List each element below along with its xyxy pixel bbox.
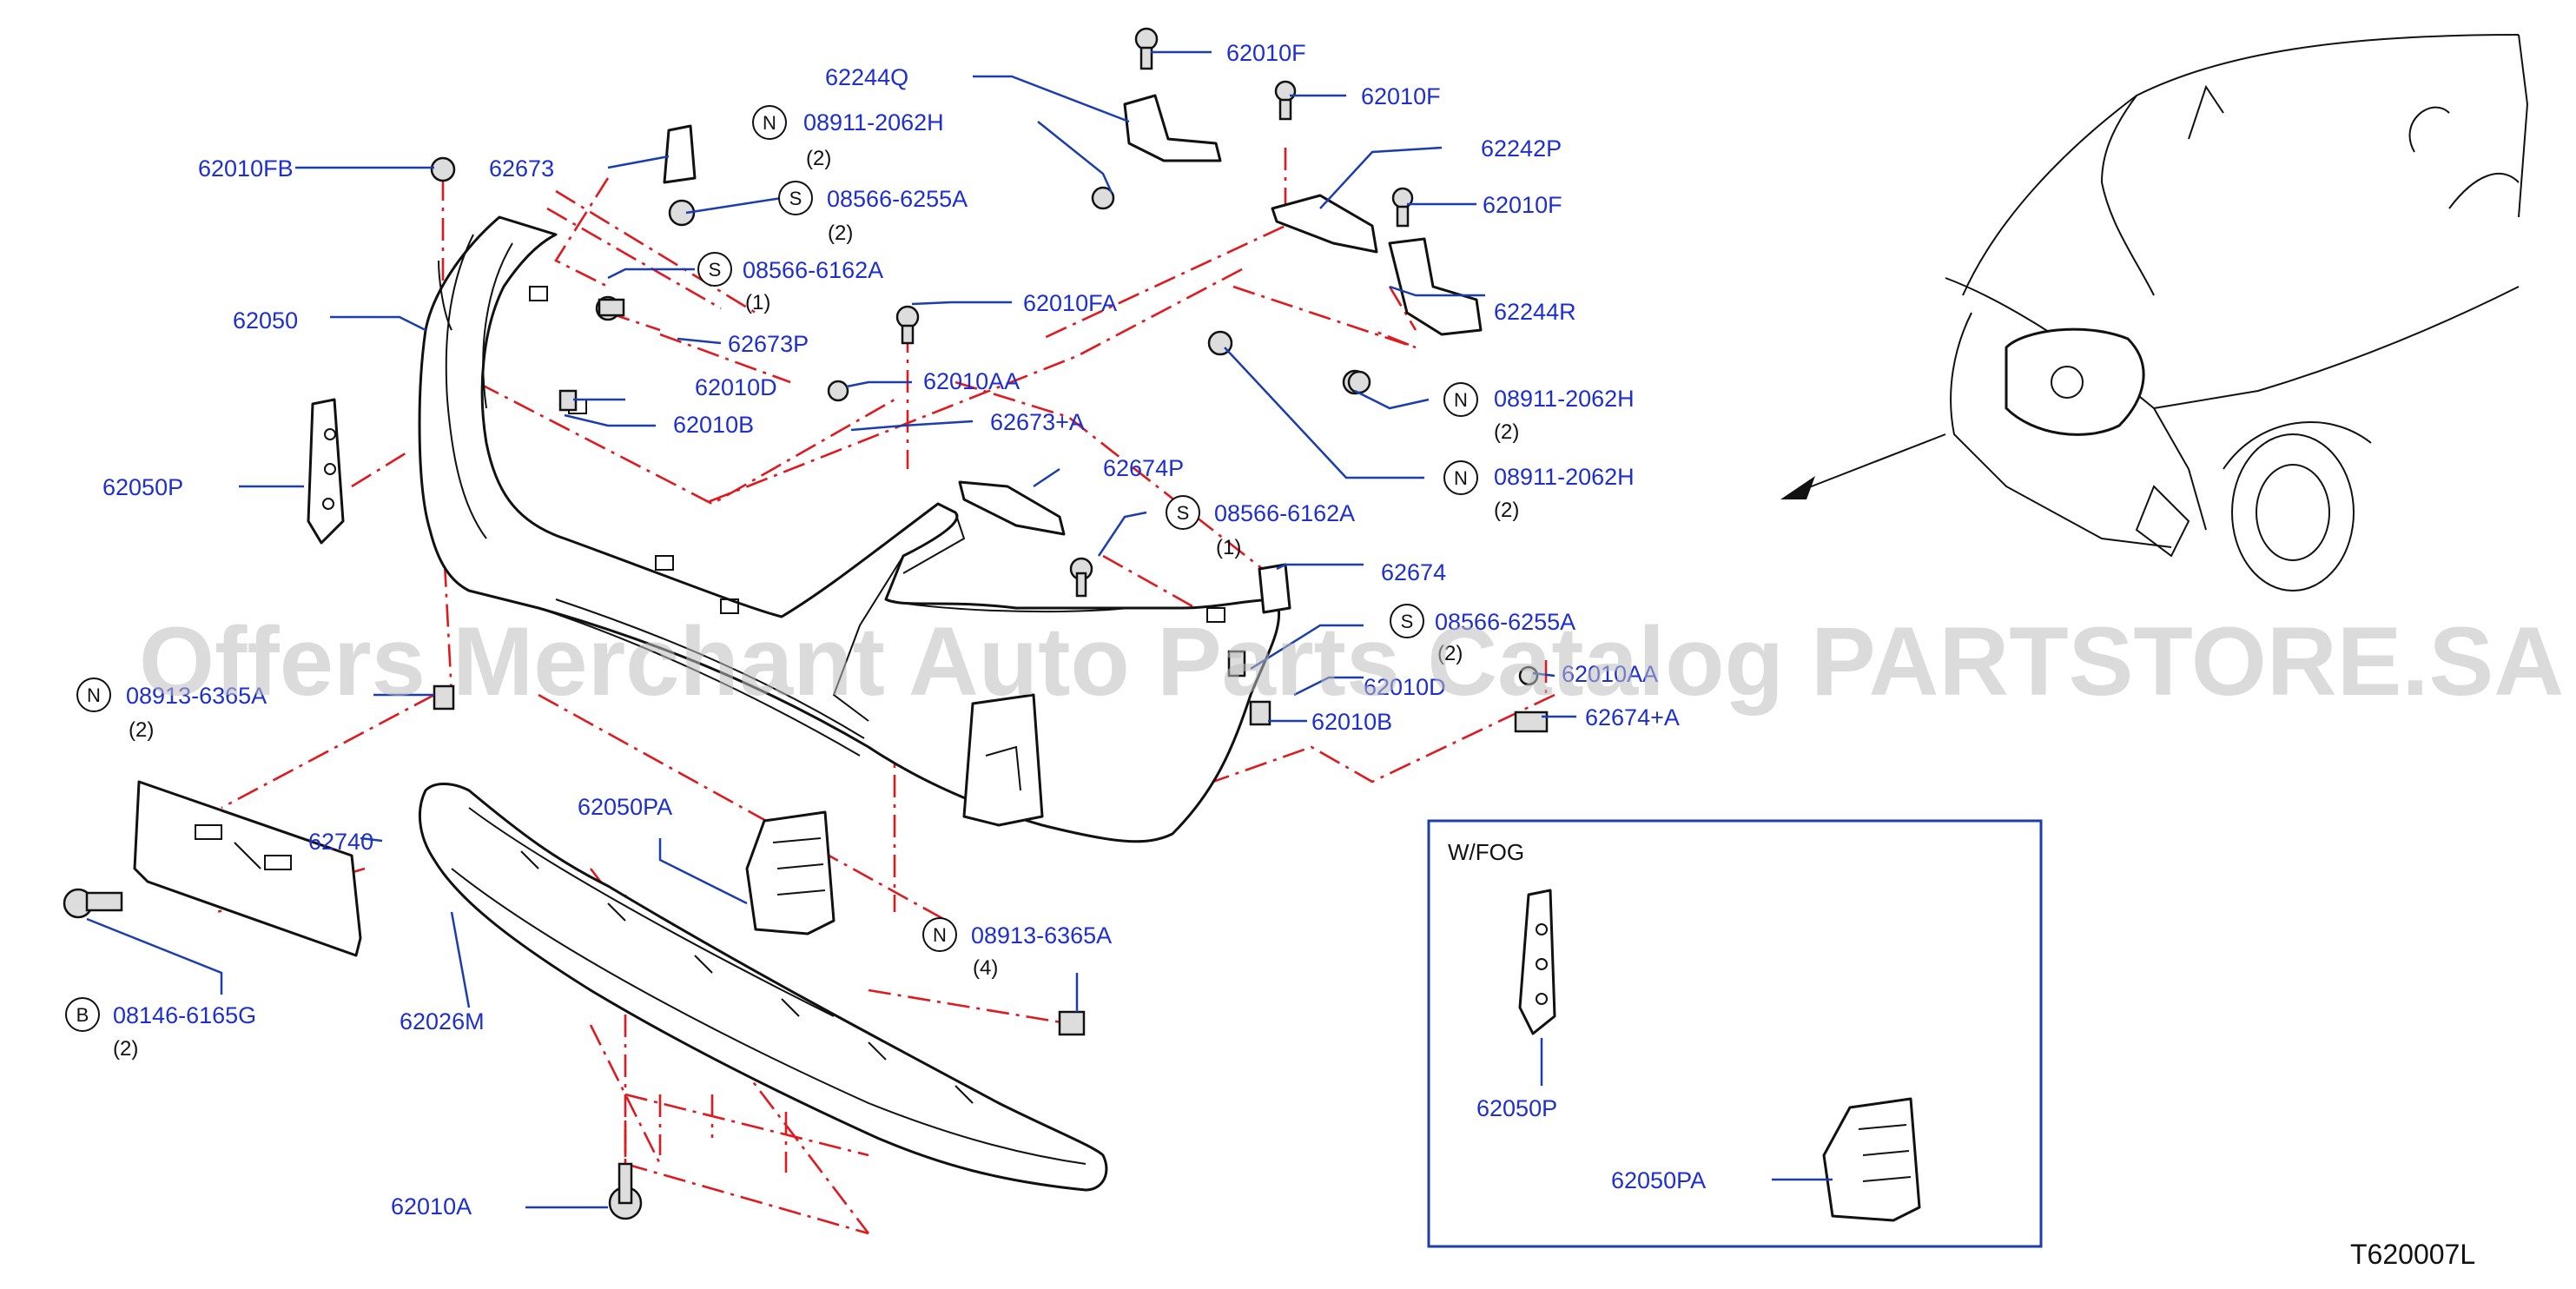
callout-c30[interactable]: 62010B [1311,709,1392,735]
badge-c34 [65,997,100,1032]
bracket-62674 [1258,563,1291,614]
callout-c31[interactable]: 62740 [308,829,373,855]
badge-c34-letter: B [76,1004,89,1026]
callout-c36[interactable]: 62010A [391,1193,472,1220]
callout-c14[interactable]: 62673P [728,331,809,357]
fog-lamp-bezel-62050pa [745,810,836,935]
bracket-62674p [958,480,1066,536]
qty-c10: (1) [745,291,770,314]
callout-c15[interactable]: 62010AA [923,368,1020,394]
badge-c10 [697,252,732,287]
callout-c25[interactable]: 08566-6255A [1435,609,1575,635]
side-bracket-62050p-left [307,398,345,545]
callout-c10[interactable]: 08566-6162A [743,257,883,283]
reference-code: T620007L [2350,1239,2475,1270]
lower-spoiler-62026m [418,783,1108,1192]
badge-c25-letter: S [1401,611,1414,632]
license-plate-bracket-62740 [133,780,362,957]
badge-c4-letter: N [763,112,776,134]
inset-border [1427,819,2043,1248]
callout-c2[interactable]: 62244Q [825,64,908,90]
watermark: Offers Merchant Auto Parts Catalog PARTS… [139,607,2564,716]
bracket-62244r [1388,237,1483,336]
badge-c23 [1166,495,1200,530]
badge-c33 [922,917,957,952]
callout-c34[interactable]: 08146-6165G [113,1002,256,1028]
callout-c38[interactable]: 62050PA [1611,1167,1706,1193]
badge-c22-letter: N [1454,467,1468,489]
callout-c6[interactable]: 62010FB [198,155,294,182]
qty-c23: (1) [1216,536,1241,559]
callouts: 62010F 62244Q 62010F N 08911-2062H (2) 6… [65,40,1706,1220]
callout-c19[interactable]: 62673+A [990,409,1085,435]
qty-c26: (2) [129,718,154,742]
qty-c22: (2) [1494,499,1519,522]
inset-title: W/FOG [1448,839,1524,865]
callout-c4[interactable]: 08911-2062H [803,109,944,136]
bracket-62673 [663,124,697,184]
callout-c27[interactable]: 62010D [1364,674,1446,700]
callout-c37[interactable]: 62050P [1476,1095,1557,1121]
badge-c25 [1390,604,1424,638]
callout-c20[interactable]: 62050P [102,474,183,500]
callout-c7[interactable]: 62673 [489,155,554,182]
badge-c26 [76,678,111,712]
badge-c4 [752,105,787,140]
callout-c24[interactable]: 62674 [1381,559,1446,585]
callout-c11[interactable]: 62050 [233,307,298,334]
qty-c33: (4) [973,956,998,980]
hardware-fasteners [63,27,1549,1220]
callout-c16[interactable]: 62010D [695,374,777,400]
callout-c26[interactable]: 08913-6365A [126,683,267,709]
qty-c4: (2) [806,147,831,170]
bracket-62244q [1123,94,1222,162]
badge-c22 [1443,460,1478,495]
callout-c1[interactable]: 62010F [1226,40,1306,66]
badge-c17 [1443,382,1478,417]
callout-c35[interactable]: 62026M [400,1008,485,1035]
qty-c34: (2) [113,1037,138,1061]
callout-c33[interactable]: 08913-6365A [971,922,1112,949]
callout-c32[interactable]: 62050PA [578,794,672,820]
badge-c10-letter: S [709,259,722,281]
badge-c8-letter: S [789,188,803,209]
callout-c28[interactable]: 62010AA [1562,661,1658,687]
badge-c23-letter: S [1177,502,1190,524]
wfog-inset: W/FOG [1427,819,2043,1248]
callout-c12[interactable]: 62010FA [1023,290,1117,316]
callout-c17[interactable]: 08911-2062H [1494,386,1635,412]
qty-c8: (2) [828,221,853,245]
badge-c17-letter: N [1454,389,1468,411]
callout-c23[interactable]: 08566-6162A [1214,500,1355,526]
vehicle-illustration [1780,34,2529,592]
front-bumper-fascia [418,215,1281,843]
qty-c17: (2) [1494,420,1519,444]
inset-fog-bezel [1822,1097,1921,1222]
callout-c13[interactable]: 62244R [1494,299,1576,325]
bracket-62242p [1271,194,1378,254]
callout-c9[interactable]: 62010F [1483,192,1562,218]
callout-c5[interactable]: 62242P [1481,136,1562,162]
badge-c26-letter: N [87,684,101,706]
leader-lines [86,50,1576,1209]
callout-c3[interactable]: 62010F [1361,83,1441,109]
callout-c8[interactable]: 08566-6255A [827,186,968,212]
callout-c21[interactable]: 62674P [1103,455,1184,481]
qty-c25: (2) [1437,642,1463,665]
badge-c8 [778,181,813,215]
badge-c33-letter: N [933,924,947,946]
callout-c18[interactable]: 62010B [673,412,754,438]
callout-c22[interactable]: 08911-2062H [1494,464,1635,490]
callout-c29[interactable]: 62674+A [1585,704,1680,730]
